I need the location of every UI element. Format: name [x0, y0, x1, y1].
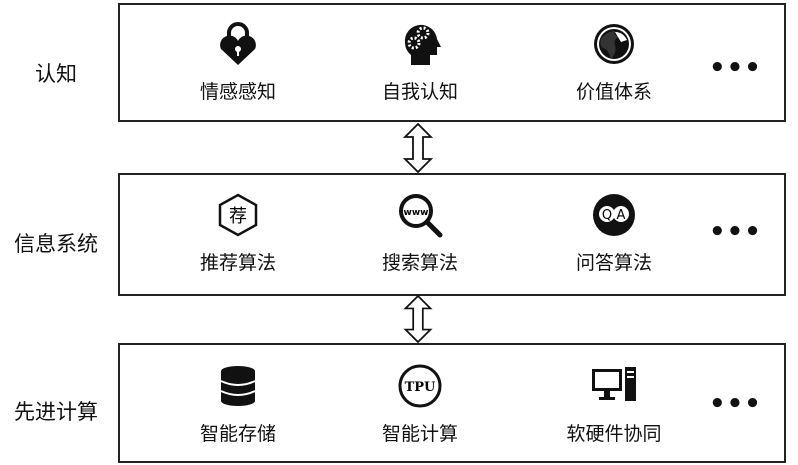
item-label: 自我认知 [381, 81, 458, 103]
item-label: 软硬件协同 [566, 423, 662, 445]
item-label: 问答算法 [575, 252, 652, 274]
svg-text:www: www [404, 208, 429, 218]
more-ellipsis: ••• [709, 53, 762, 83]
recommend-hexagon-icon: 荐 [218, 193, 258, 237]
layer-label-cognition: 认知 [35, 62, 77, 86]
svg-text:Q: Q [602, 208, 612, 223]
more-ellipsis: ••• [709, 217, 762, 247]
bidirectional-arrow-icon [403, 123, 433, 173]
item-hw-sw-codesign: 软硬件协同 [534, 363, 694, 446]
item-intelligent-storage: 智能存储 [158, 363, 318, 446]
tpu-chip-icon: TPU [398, 364, 442, 408]
item-label: 情感感知 [199, 81, 276, 103]
item-label: 搜索算法 [381, 252, 458, 274]
www-magnifier-icon: www [399, 194, 443, 238]
item-value-system: 价值体系 [534, 21, 694, 104]
item-emotion-perception: 情感感知 [158, 21, 318, 104]
layer-label-advanced-computing: 先进计算 [14, 400, 98, 424]
bidirectional-arrow-icon [403, 295, 433, 343]
item-recommendation-algorithm: 荐 推荐算法 [158, 192, 318, 275]
database-icon [220, 366, 256, 406]
item-label: 智能计算 [381, 423, 458, 445]
globe-icon [594, 24, 634, 64]
item-intelligent-computing: TPU 智能计算 [340, 363, 500, 446]
more-ellipsis: ••• [709, 389, 762, 419]
computer-icon [592, 367, 636, 401]
svg-text:荐: 荐 [229, 206, 247, 227]
svg-text:TPU: TPU [405, 380, 436, 395]
item-search-algorithm: www 搜索算法 [340, 192, 500, 275]
item-label: 推荐算法 [199, 252, 276, 274]
item-self-awareness: 自我认知 [340, 21, 500, 104]
item-label: 价值体系 [575, 81, 652, 103]
head-gears-icon [404, 24, 441, 65]
layer-label-information-system: 信息系统 [14, 232, 98, 256]
advanced-computing-layer-box: 智能存储 TPU 智能计算 软硬件协同 ••• [118, 343, 786, 463]
svg-text:A: A [617, 208, 626, 223]
item-label: 智能存储 [199, 423, 276, 445]
cognition-layer-box: 情感感知 自我认知 价值体系 ••• [118, 3, 786, 122]
heart-lock-icon [220, 22, 256, 65]
